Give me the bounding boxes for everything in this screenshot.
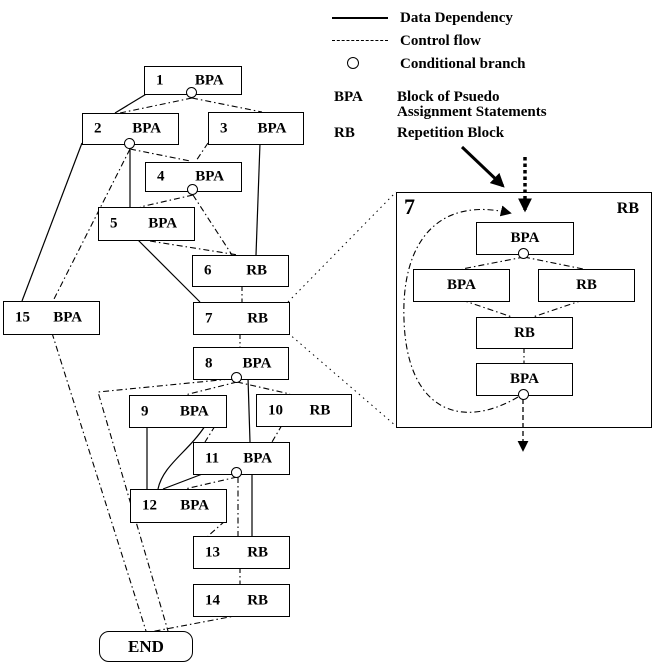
node-7-id: 7 bbox=[205, 310, 213, 326]
detail-node-bottom-bpa-label: BPA bbox=[510, 371, 539, 387]
node-8-type: BPA bbox=[242, 355, 272, 371]
node-15-type: BPA bbox=[53, 309, 83, 326]
node-12: 12 BPA bbox=[130, 489, 227, 523]
legend-conditional-branch-label: Conditional branch bbox=[400, 56, 526, 72]
node-4-id: 4 bbox=[157, 168, 165, 185]
node-3: 3 BPA bbox=[208, 112, 304, 145]
detail-node-left-bpa-label: BPA bbox=[447, 277, 476, 293]
node-7-type: RB bbox=[247, 310, 269, 326]
node-8-id: 8 bbox=[205, 355, 213, 371]
node-5-type: BPA bbox=[148, 215, 178, 232]
detail-view-type: RB bbox=[616, 200, 639, 217]
node-9-type: BPA bbox=[179, 403, 209, 419]
legend-conditional-branch-icon bbox=[347, 57, 359, 69]
conditional-branch-icon-node11 bbox=[231, 467, 242, 478]
node-5-id: 5 bbox=[110, 215, 118, 232]
detail-node-left-bpa: BPA bbox=[413, 269, 510, 302]
node-6-type: RB bbox=[246, 262, 268, 279]
conditional-branch-icon-detail-bottom-bpa bbox=[518, 389, 529, 400]
legend-dashed-line-sample bbox=[332, 40, 388, 41]
node-13-type: RB bbox=[247, 544, 269, 560]
node-13-id: 13 bbox=[205, 544, 220, 560]
node-10: 10 RB bbox=[256, 394, 352, 427]
node-12-id: 12 bbox=[142, 497, 157, 514]
node-6-id: 6 bbox=[204, 262, 212, 279]
node-7: 7 RB bbox=[193, 302, 290, 335]
legend-rb-desc: Repetition Block bbox=[397, 125, 505, 141]
node-5: 5 BPA bbox=[98, 207, 195, 241]
detail-node-right-rb-label: RB bbox=[576, 277, 597, 293]
legend-control-flow-label: Control flow bbox=[400, 33, 481, 49]
detail-node-top-bpa-label: BPA bbox=[510, 230, 540, 246]
node-15: 15 BPA bbox=[3, 301, 100, 335]
node-11: 11 BPA bbox=[193, 442, 290, 475]
legend-data-dependency-label: Data Dependency bbox=[400, 10, 513, 26]
node-3-id: 3 bbox=[220, 120, 228, 136]
node-14-id: 14 bbox=[205, 592, 220, 608]
node-9-id: 9 bbox=[141, 403, 149, 419]
node-13: 13 RB bbox=[193, 536, 290, 569]
node-9: 9 BPA bbox=[129, 395, 227, 428]
conditional-branch-icon-detail-top-bpa bbox=[518, 248, 529, 259]
conditional-branch-icon-node2 bbox=[124, 138, 135, 149]
node-2-type: BPA bbox=[132, 120, 162, 137]
detail-node-right-rb: RB bbox=[538, 269, 635, 302]
node-12-type: BPA bbox=[180, 497, 210, 514]
end-node-label: END bbox=[128, 636, 164, 656]
conditional-branch-icon-node1 bbox=[186, 87, 197, 98]
node-11-id: 11 bbox=[205, 450, 220, 466]
zoom-indicator-lines bbox=[287, 191, 397, 427]
legend-rb-abbr: RB bbox=[334, 125, 355, 141]
node-10-type: RB bbox=[309, 402, 331, 418]
legend-bpa-desc-line1: Block of Psuedo bbox=[397, 89, 500, 105]
data-dependency-edges bbox=[21, 92, 261, 536]
node-1-type: BPA bbox=[194, 72, 224, 88]
node-10-id: 10 bbox=[268, 402, 283, 418]
node-1-id: 1 bbox=[156, 72, 164, 88]
node-3-type: BPA bbox=[257, 120, 287, 136]
node-4-type: BPA bbox=[195, 168, 225, 185]
node-14: 14 RB bbox=[193, 584, 290, 617]
node-11-type: BPA bbox=[243, 450, 273, 466]
control-flow-edges bbox=[51, 97, 291, 633]
node-6: 6 RB bbox=[192, 255, 289, 287]
node-14-type: RB bbox=[247, 592, 269, 608]
legend-bpa-desc-line2: Assignment Statements bbox=[397, 104, 547, 120]
end-node: END bbox=[99, 631, 193, 662]
detail-node-mid-rb-label: RB bbox=[514, 324, 535, 341]
detail-node-mid-rb: RB bbox=[476, 317, 573, 349]
conditional-branch-icon-node4 bbox=[187, 184, 198, 195]
legend-solid-line-sample bbox=[332, 17, 388, 19]
detail-view-id: 7 bbox=[404, 194, 415, 219]
node-15-id: 15 bbox=[15, 309, 30, 326]
conditional-branch-icon-node8 bbox=[231, 372, 242, 383]
node-2-id: 2 bbox=[94, 120, 102, 137]
legend-bpa-abbr: BPA bbox=[334, 89, 363, 105]
